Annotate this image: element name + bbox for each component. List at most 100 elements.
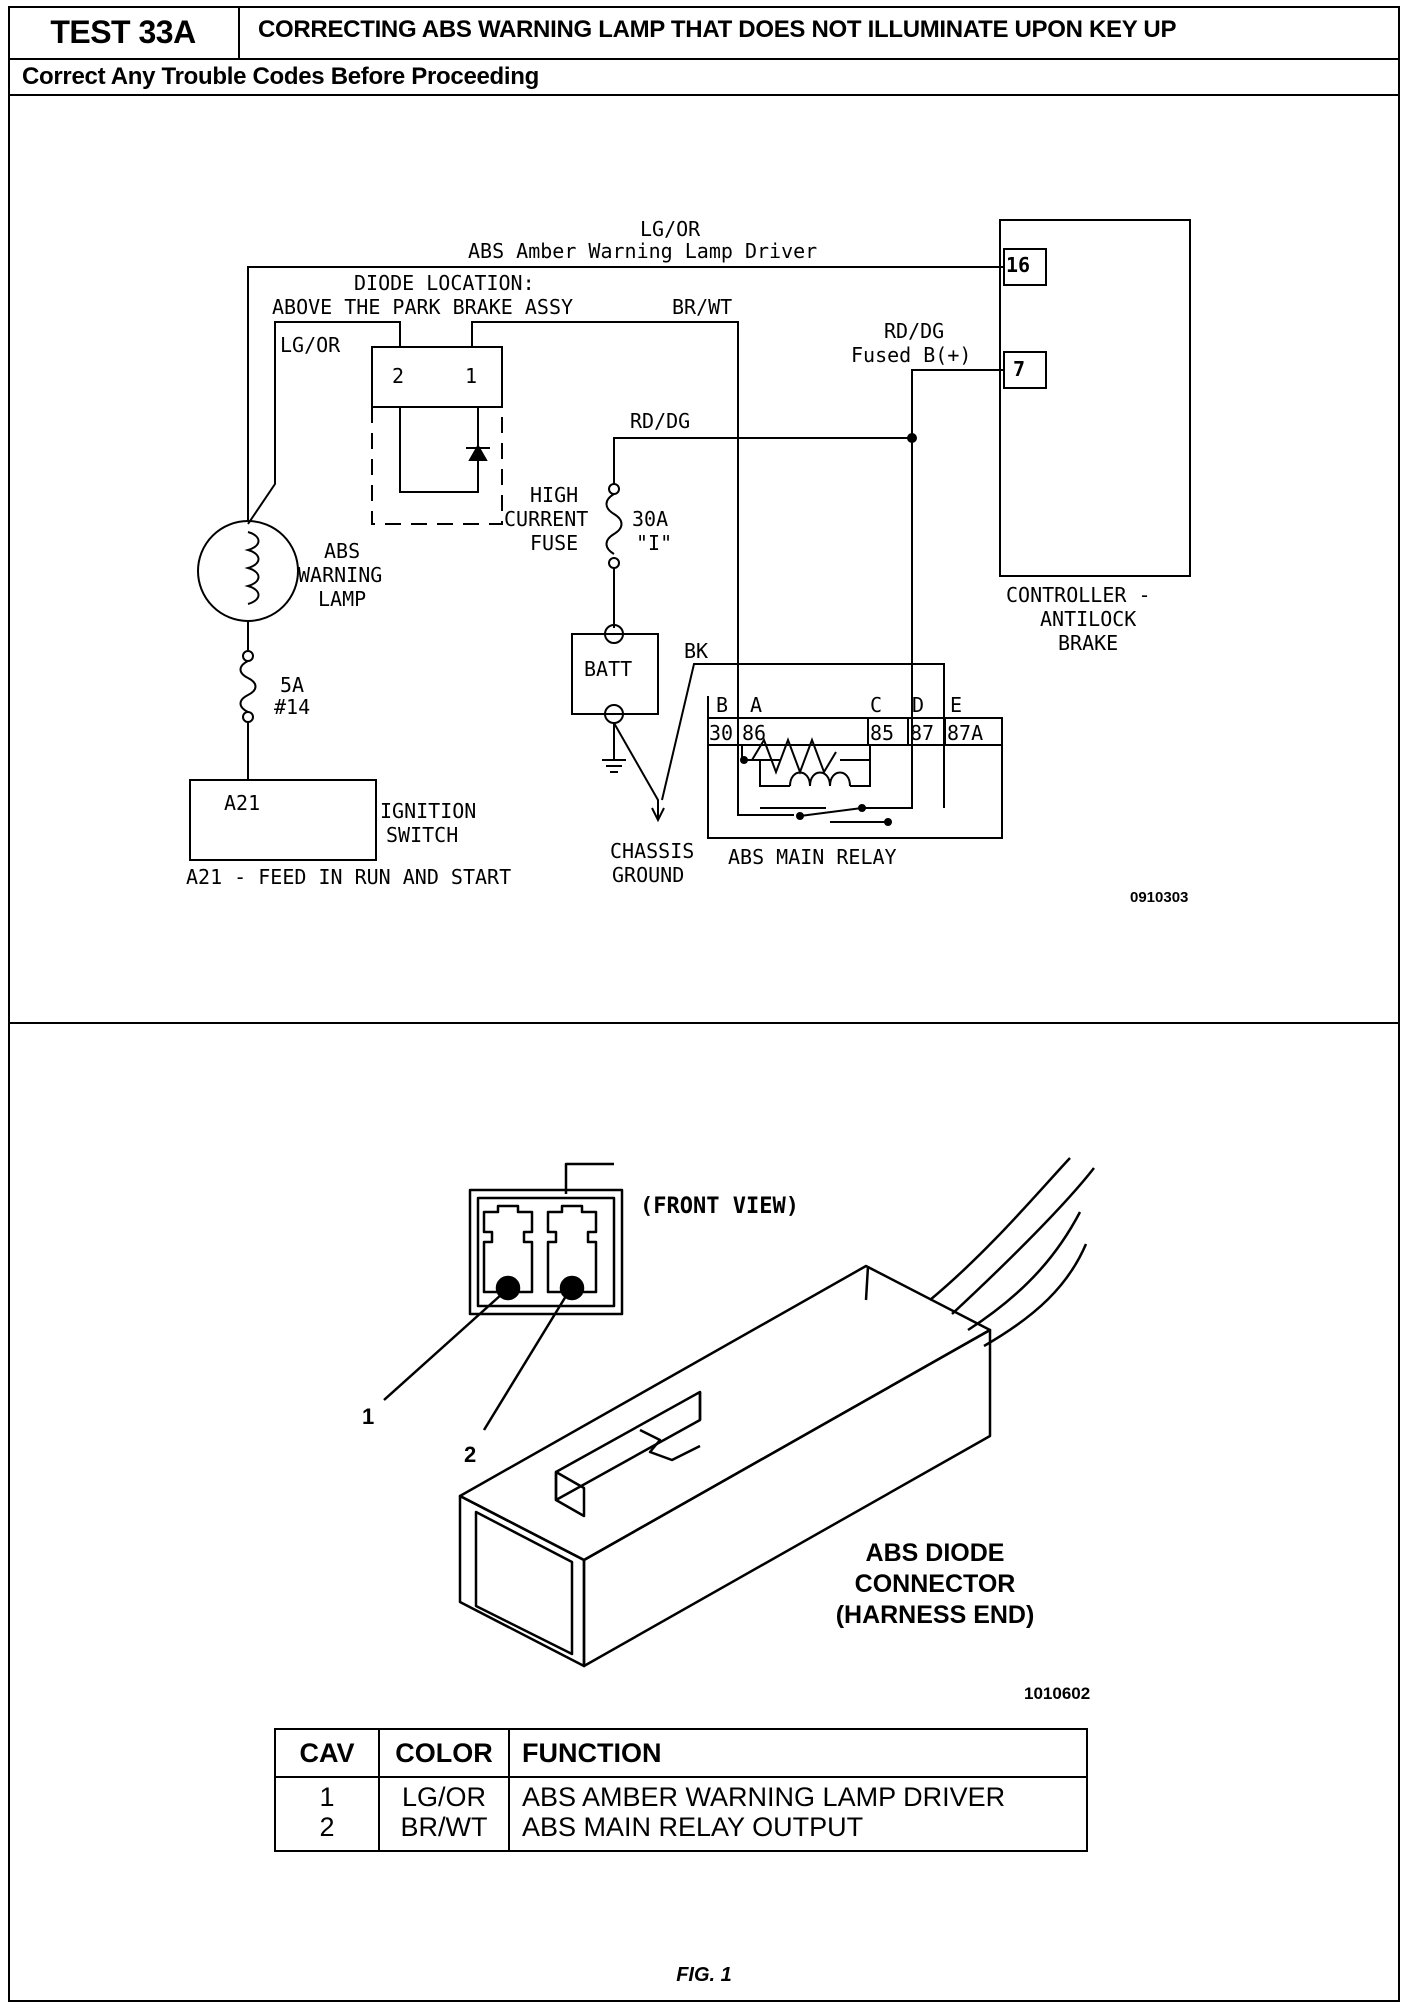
connector-name-3: (HARNESS END): [835, 1601, 1035, 1629]
diode-connector-box: [371, 346, 503, 408]
lbl-controller-3: BRAKE: [1058, 631, 1118, 655]
table-row: 1 LG/OR ABS AMBER WARNING LAMP DRIVER: [275, 1777, 1087, 1812]
subheader-bar: Correct Any Trouble Codes Before Proceed…: [8, 60, 1400, 96]
small-fuse: [239, 660, 257, 713]
lbl-fuse-3: FUSE: [530, 531, 578, 555]
col-cav: CAV: [275, 1729, 379, 1778]
lbl-lg-or: LG/OR: [280, 333, 341, 357]
lbl-wire-top-color: LG/OR: [640, 217, 701, 241]
lbl-fused: Fused B(+): [851, 343, 971, 367]
connector-figure-code: 1010602: [1024, 1684, 1091, 1703]
callout-line-1: [383, 1293, 503, 1401]
cavity-table: CAV COLOR FUNCTION 1 LG/OR ABS AMBER WAR…: [274, 1728, 1088, 1852]
terminal-2: [559, 1275, 585, 1301]
cell-color: BR/WT: [378, 1812, 509, 1851]
connector-name-2: CONNECTOR: [854, 1570, 1016, 1598]
relay-box: [707, 717, 1003, 839]
test-id: TEST 33A: [8, 6, 240, 58]
relay-pin-86: 86: [742, 721, 766, 745]
relay-letter-d: D: [912, 693, 924, 717]
ignition-switch-box: [189, 779, 377, 861]
lbl-wire-top: ABS Amber Warning Lamp Driver: [468, 239, 817, 263]
callout-line-2: [482, 1295, 568, 1431]
cavity-2: [546, 1204, 598, 1294]
col-function: FUNCTION: [508, 1729, 1087, 1778]
harness-wire-4: [983, 1243, 1088, 1348]
relay-pin-87a: 87A: [947, 721, 983, 745]
section-divider: [8, 1022, 1400, 1024]
lbl-bk: BK: [684, 639, 708, 663]
wire-rd-dg: [613, 437, 912, 484]
connector-name: ABS DIODE CONNECTOR (HARNESS END): [800, 1538, 1070, 1631]
splice-dot: [907, 433, 917, 443]
front-view-label: (FRONT VIEW): [640, 1194, 799, 1219]
lbl-controller-1: CONTROLLER -: [1006, 583, 1151, 607]
lbl-diode-loc-1: DIODE LOCATION:: [354, 271, 535, 295]
subheader-text: Correct Any Trouble Codes Before Proceed…: [22, 63, 539, 90]
relay-pin-30: 30: [709, 721, 733, 745]
relay-letter-b: B: [716, 693, 728, 717]
lbl-5a: 5A: [280, 673, 304, 697]
batt-plus: [604, 624, 624, 644]
lbl-pin7: 7: [1013, 357, 1025, 381]
header-bar: TEST 33A CORRECTING ABS WARNING LAMP THA…: [8, 6, 1400, 60]
connector-name-1: ABS DIODE: [865, 1539, 1005, 1567]
wire-lamp-driver: [247, 266, 1004, 520]
diode-dashed-box: [371, 407, 503, 525]
cell-function: ABS AMBER WARNING LAMP DRIVER: [508, 1777, 1087, 1812]
controller-pin-16-box: [1003, 248, 1047, 286]
wire-lg-or-diode: [247, 321, 401, 525]
relay-pin-87: 87: [910, 721, 934, 745]
lbl-diode-pin2: 2: [392, 364, 404, 388]
harness-wire-3: [967, 1211, 1082, 1332]
relay-pin-85: 85: [870, 721, 894, 745]
lbl-fused-color: RD/DG: [884, 319, 944, 343]
wire-br-wt: [471, 321, 794, 816]
table-row: 2 BR/WT ABS MAIN RELAY OUTPUT: [275, 1812, 1087, 1851]
cell-cav: 1: [319, 1782, 335, 1812]
lbl-br-wt: BR/WT: [672, 295, 732, 319]
cell-cav: 2: [319, 1812, 335, 1842]
cell-color: LG/OR: [378, 1777, 509, 1812]
controller-box: [999, 219, 1191, 577]
front-view-latch: [564, 1162, 614, 1194]
test-title: CORRECTING ABS WARNING LAMP THAT DOES NO…: [258, 16, 1177, 43]
connector-front-face: [458, 1494, 586, 1668]
lbl-batt-wire: RD/DG: [630, 409, 690, 433]
lbl-ign-pin: A21: [224, 791, 260, 815]
relay-letter-a: A: [750, 693, 762, 717]
terminal-1: [495, 1275, 521, 1301]
col-color: COLOR: [378, 1729, 509, 1778]
cavity-1: [482, 1204, 534, 1294]
lbl-relay: ABS MAIN RELAY: [728, 845, 897, 869]
lbl-fuse-rating: 30A: [632, 507, 668, 531]
lbl-lamp-1: ABS: [324, 539, 360, 563]
lbl-pin16: 16: [1006, 253, 1030, 277]
lbl-ign-note: A21 - FEED IN RUN AND START: [186, 865, 511, 889]
cell-function: ABS MAIN RELAY OUTPUT: [508, 1812, 1087, 1851]
table-header-row: CAV COLOR FUNCTION: [275, 1729, 1087, 1778]
battery-box: [571, 633, 659, 715]
harness-wire-2: [951, 1167, 1095, 1315]
lbl-14: #14: [274, 695, 310, 719]
relay-letter-e: E: [950, 693, 962, 717]
page-frame: [8, 6, 1400, 2002]
schematic-figure-code: 0910303: [1130, 889, 1188, 906]
callout-2: 2: [464, 1442, 477, 1467]
relay-letter-c: C: [870, 693, 882, 717]
callout-1: 1: [362, 1404, 375, 1429]
lbl-diode-pin1: 1: [465, 364, 477, 388]
lbl-batt: BATT: [584, 657, 632, 681]
lbl-ign-1: IGNITION: [380, 799, 476, 823]
harness-wire-1: [929, 1157, 1071, 1301]
front-view-housing: [468, 1188, 624, 1316]
lbl-chassis-1: CHASSIS: [610, 839, 694, 863]
lbl-diode-loc-2: ABOVE THE PARK BRAKE ASSY: [272, 295, 573, 319]
lbl-fuse-id: "I": [636, 531, 672, 555]
lbl-controller-2: ANTILOCK: [1040, 607, 1136, 631]
high-current-fuse: [605, 493, 623, 555]
lbl-lamp-2: WARNING: [298, 563, 382, 587]
